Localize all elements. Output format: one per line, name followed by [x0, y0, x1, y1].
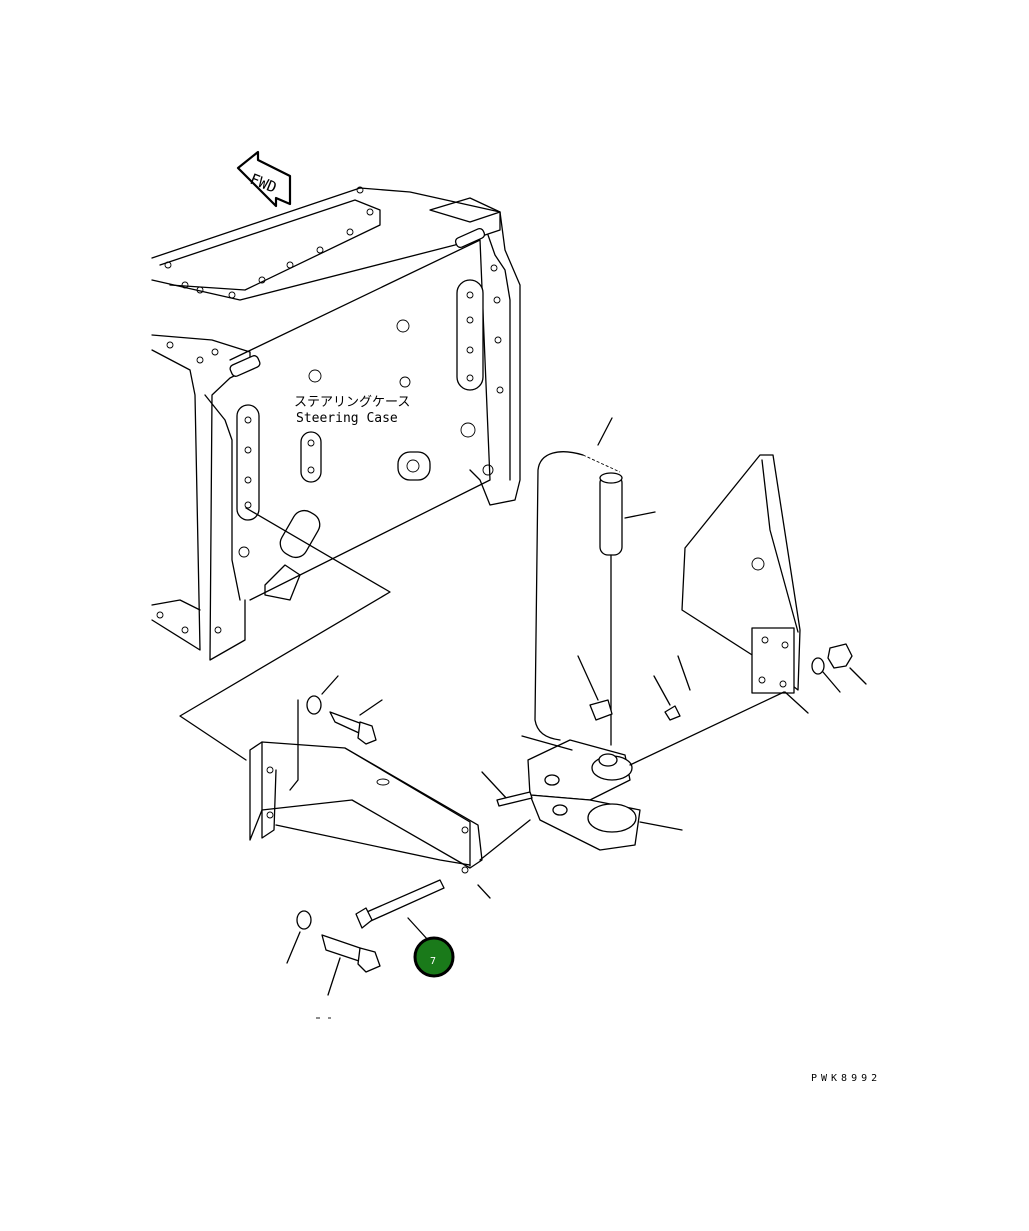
upper-fasteners: [306, 675, 383, 745]
steering-case-label-en: Steering Case: [296, 411, 398, 426]
hitch-clevis: [481, 655, 785, 851]
mounting-bracket: [249, 699, 531, 899]
steering-case-label-jp: ステアリングケース: [294, 395, 410, 410]
drawing-code: PWK8992: [811, 1073, 881, 1084]
part-callout-badge[interactable]: [413, 936, 455, 978]
lower-fasteners: [286, 879, 445, 1019]
fwd-arrow: FWD: [236, 150, 292, 208]
right-bracket: [681, 454, 867, 714]
mounting-reference-outline: [179, 507, 391, 761]
lock-pin-assembly: [534, 417, 656, 746]
steering-case: [151, 186, 521, 661]
fwd-label: FWD: [247, 170, 279, 197]
part-callout-7[interactable]: 7: [413, 936, 455, 978]
part-callout-number: 7: [430, 956, 436, 967]
